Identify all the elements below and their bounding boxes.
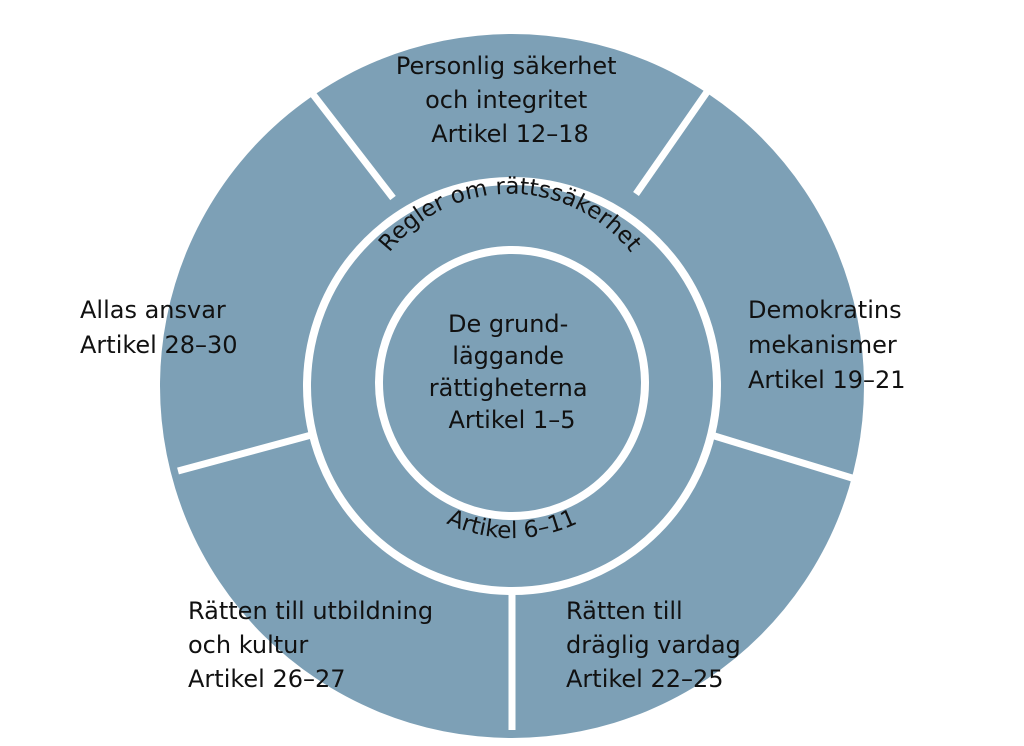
segment-dividers bbox=[177, 77, 854, 730]
segment-personlig-label: Personlig säkerhet och integritet Artike… bbox=[396, 52, 624, 148]
segment-line: Allas ansvar bbox=[80, 296, 226, 324]
divider-top-right bbox=[633, 77, 719, 196]
segment-utbildning-label: Rätten till utbildning och kultur Artike… bbox=[188, 597, 441, 693]
segment-demokratins-label: Demokratins mekanismer Artikel 19–21 bbox=[748, 296, 909, 394]
center-line: Artikel 1–5 bbox=[448, 406, 575, 434]
segment-line: Demokratins bbox=[748, 296, 902, 324]
segment-line: Artikel 26–27 bbox=[188, 665, 346, 693]
inner-circle bbox=[375, 246, 649, 520]
segment-line: och kultur bbox=[188, 631, 308, 659]
center-line: läggande bbox=[452, 342, 564, 370]
divider-right bbox=[706, 430, 854, 482]
center-line: De grund- bbox=[448, 310, 568, 338]
segment-line: Artikel 28–30 bbox=[80, 331, 238, 359]
center-line: rättigheterna bbox=[429, 374, 588, 402]
segment-line: mekanismer bbox=[748, 331, 897, 359]
segment-line: Rätten till utbildning bbox=[188, 597, 433, 625]
divider-top-left bbox=[302, 81, 396, 201]
segment-line: och integritet bbox=[425, 86, 587, 114]
center-label: De grund- läggande rättigheterna Artikel… bbox=[429, 310, 595, 434]
segment-line: Artikel 22–25 bbox=[566, 665, 724, 693]
segment-line: Rätten till bbox=[566, 597, 683, 625]
segment-line: Artikel 19–21 bbox=[748, 366, 906, 394]
divider-left bbox=[177, 430, 316, 475]
segment-line: dräglig vardag bbox=[566, 631, 741, 659]
segment-ansvar-label: Allas ansvar Artikel 28–30 bbox=[80, 296, 238, 359]
segment-line: Personlig säkerhet bbox=[396, 52, 617, 80]
segment-vardag-label: Rätten till dräglig vardag Artikel 22–25 bbox=[566, 597, 748, 693]
segment-line: Artikel 12–18 bbox=[431, 120, 589, 148]
